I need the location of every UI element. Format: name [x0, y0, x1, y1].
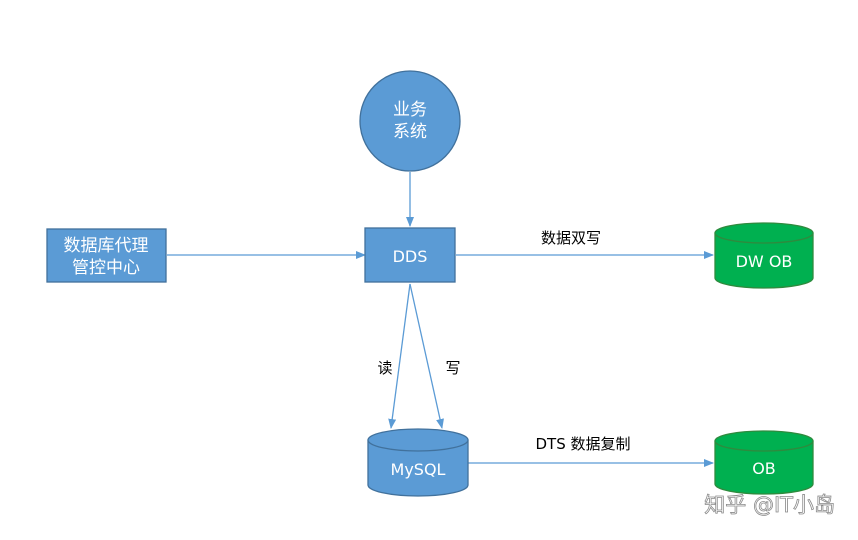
node-mysql: MySQL: [367, 428, 469, 497]
business-system-label-line2: 系统: [393, 122, 427, 142]
edge-label-read: 读: [377, 359, 392, 377]
node-db-proxy-center: 数据库代理 管控中心: [46, 228, 167, 283]
db-proxy-label-line1: 数据库代理: [64, 236, 149, 256]
node-dds: DDS: [364, 227, 456, 283]
mysql-label: MySQL: [391, 460, 446, 479]
node-dw-ob: DW OB: [714, 222, 814, 289]
dw-ob-label: DW OB: [736, 252, 793, 271]
node-business-system: 业务 系统: [359, 70, 461, 172]
edge-dds-write-mysql: [409, 283, 444, 429]
edge-label-write: 写: [445, 359, 460, 377]
db-proxy-label-line2: 管控中心: [72, 258, 140, 278]
dds-label: DDS: [393, 247, 428, 266]
business-system-label-line1: 业务: [393, 100, 427, 120]
node-ob: OB: [714, 430, 814, 495]
edge-dds-read-mysql: [388, 283, 411, 429]
ob-label: OB: [752, 459, 776, 478]
watermark-text: 知乎 @IT小岛: [704, 493, 835, 517]
edge-label-dts-copy: DTS 数据复制: [535, 435, 630, 453]
edge-label-dual-write: 数据双写: [541, 229, 601, 247]
